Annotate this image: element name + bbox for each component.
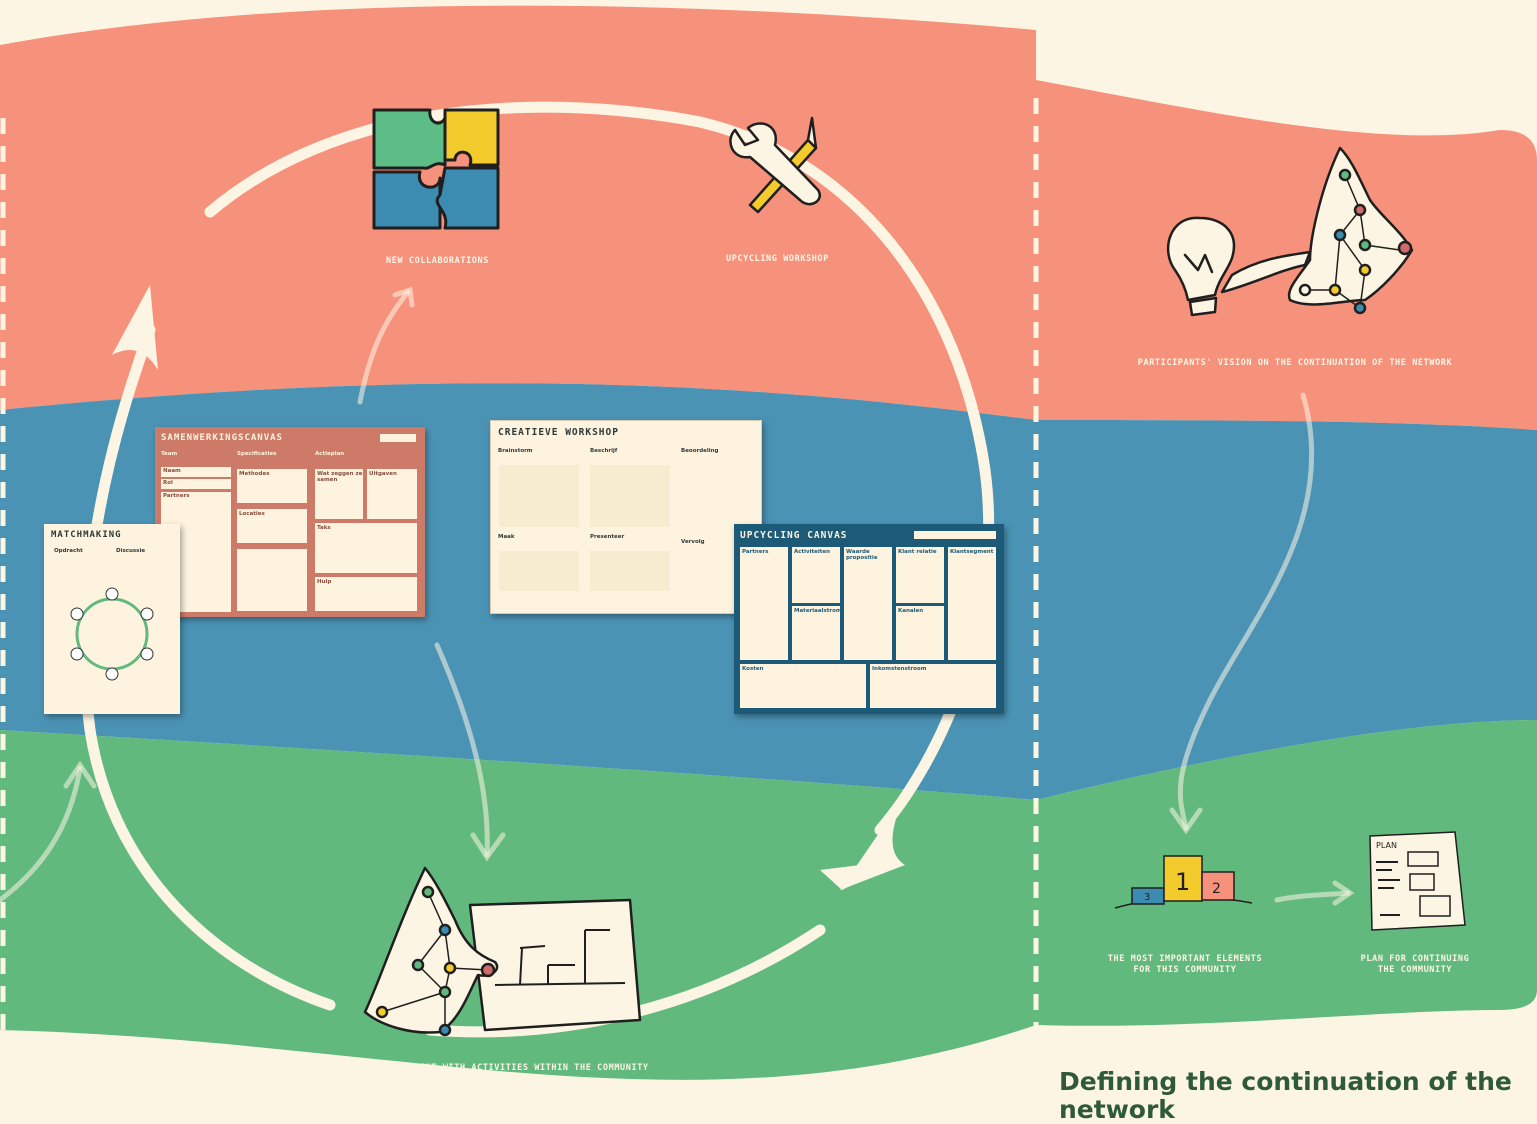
column-label: Team — [161, 451, 178, 457]
section-label: Klant relatie — [898, 549, 937, 555]
caption-new-collaborations: NEW COLLABORATIONS — [386, 256, 489, 266]
section-label: Kosten — [742, 666, 764, 672]
column-label: Actieplan — [315, 451, 345, 457]
section-label: Partners — [742, 549, 769, 555]
box-label: Partners — [163, 493, 190, 499]
box-label: Hulp — [317, 579, 332, 585]
box-label: Naam — [163, 468, 181, 474]
section-heading: Defining the continuation of the network — [1059, 1067, 1512, 1124]
caption-upcycling-workshop: UPCYCLING WORKSHOP — [726, 254, 829, 264]
section-label: Beschrijf — [590, 448, 618, 454]
caption-plan-continuing: PLAN FOR CONTINUING THE COMMUNITY — [1360, 954, 1470, 975]
caption-timeline: TIMELINE WITH ACTIVITIES WITHIN THE COMM… — [391, 1063, 649, 1073]
box-label: Wat zeggen ze samen — [317, 471, 363, 483]
wrench-pencil-icon — [729, 116, 821, 214]
caption-participants-vision: PARTICIPANTS' VISION ON THE CONTINUATION… — [1137, 358, 1453, 368]
svg-text:2: 2 — [1212, 881, 1221, 897]
upcycling-canvas-card: UPCYCLING CANVAS Partners Activiteiten M… — [734, 524, 1004, 714]
matchmaking-card: MATCHMAKING Opdracht Discussie — [44, 524, 180, 714]
svg-text:1: 1 — [1175, 868, 1190, 896]
plan-sheet-icon: PLAN — [1369, 831, 1466, 931]
network-timeline-icon — [363, 866, 642, 1037]
section-label: Maak — [498, 534, 515, 540]
section-label: Vervolg — [681, 539, 705, 545]
section-label: Inkomstenstroom — [872, 666, 927, 672]
matchmaking-circle-icon — [70, 587, 154, 681]
section-label: Klantsegment — [950, 549, 994, 555]
lightbulb-network-icon — [1166, 146, 1414, 317]
section-label: Waarde propositie — [846, 549, 878, 561]
box-label: Uitgaven — [369, 471, 397, 477]
section-label: Kanalen — [898, 608, 924, 614]
box-label: Rol — [163, 480, 173, 486]
column-label: Specificaties — [237, 451, 277, 457]
cycle-arrowheads — [112, 285, 905, 890]
section-label: Materiaalstromen — [794, 608, 850, 614]
creatieve-workshop-card: CREATIEVE WORKSHOP Brainstorm Beschrijf … — [490, 420, 762, 614]
section-label: Brainstorm — [498, 448, 533, 454]
right-bands — [1036, 80, 1537, 1026]
card-title: UPCYCLING CANVAS — [740, 530, 848, 541]
svg-text:PLAN: PLAN — [1376, 841, 1397, 850]
section-label: Discussie — [116, 548, 146, 554]
card-title: SAMENWERKINGSCANVAS — [161, 433, 283, 443]
section-label: Opdracht — [54, 548, 83, 554]
section-label: Beoordeling — [681, 448, 719, 454]
section-label: Presenteer — [590, 534, 625, 540]
box-label: Locaties — [239, 511, 265, 517]
svg-text:3: 3 — [1144, 892, 1150, 903]
puzzle-icon — [372, 108, 500, 230]
box-label: Methodes — [239, 471, 270, 477]
section-label: Activiteiten — [794, 549, 831, 555]
box-label: Taks — [317, 525, 331, 531]
podium-icon: 3 1 2 — [1114, 855, 1253, 909]
samenwerkingscanvas-card: SAMENWERKINGSCANVAS Team Specificaties A… — [155, 427, 425, 617]
salmon-band — [0, 5, 1036, 420]
card-title: CREATIEVE WORKSHOP — [498, 427, 619, 438]
caption-most-important: THE MOST IMPORTANT ELEMENTS FOR THIS COM… — [1107, 954, 1263, 975]
faded-arrows — [0, 286, 1355, 906]
card-title: MATCHMAKING — [51, 530, 122, 540]
